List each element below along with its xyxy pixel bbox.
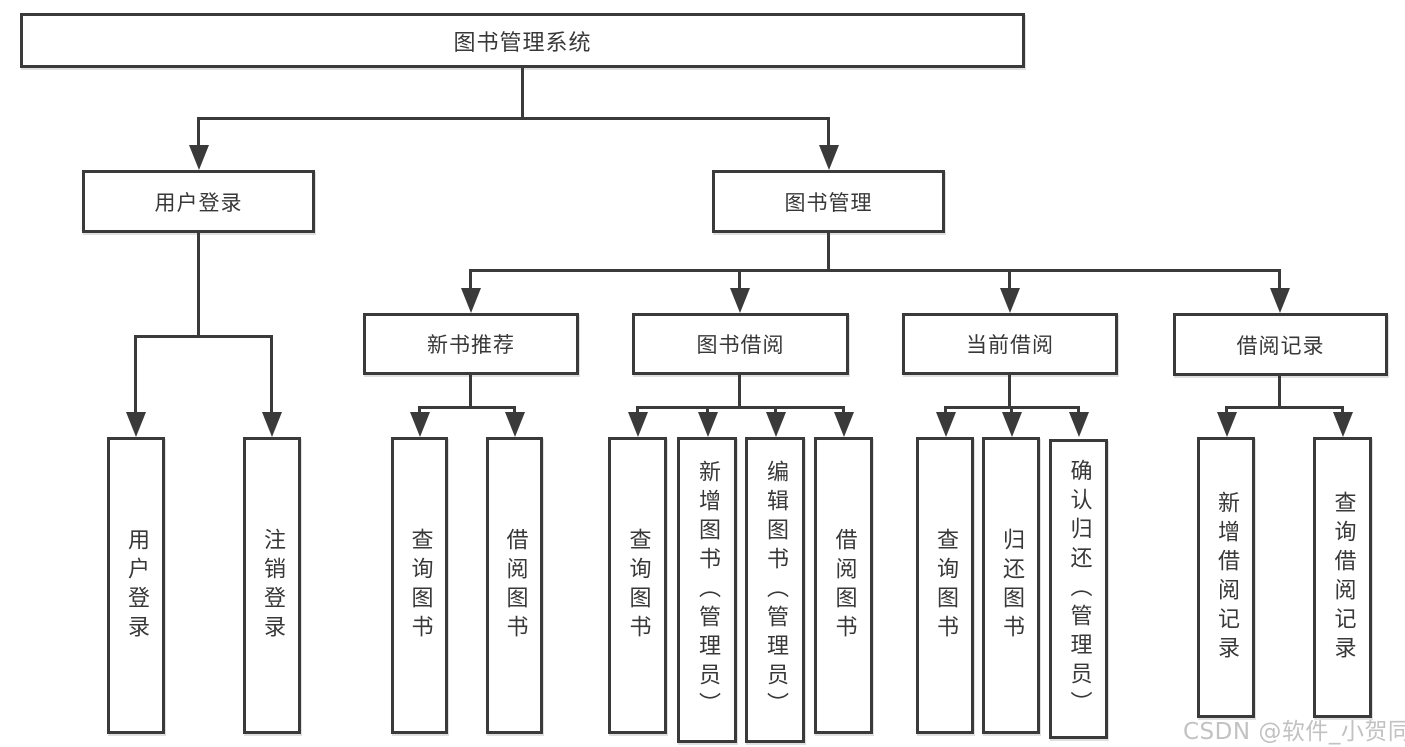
connector-root-trunk — [521, 66, 524, 119]
arrow-down-icon — [730, 288, 750, 313]
node-query-books-current: 查询图书 — [916, 437, 974, 734]
connector-records-split — [1225, 406, 1343, 409]
node-borrow-books-recommend: 借阅图书 — [486, 437, 543, 734]
connector-recommend-split — [418, 406, 516, 409]
node-user-login-action: 用户登录 — [107, 437, 165, 734]
connector-borrowing-trunk — [738, 373, 741, 409]
connector-user-login-stem — [197, 117, 200, 149]
connector-level2-split — [469, 269, 1281, 272]
arrow-down-icon — [698, 412, 718, 437]
node-borrow-books: 借阅图书 — [814, 437, 873, 734]
connector-current-trunk — [1008, 373, 1011, 409]
connector-stem — [134, 335, 137, 415]
connector-book-trunk — [827, 231, 830, 272]
arrow-down-icon — [505, 412, 525, 437]
node-borrow-records: 借阅记录 — [1173, 313, 1388, 376]
node-confirm-return-admin: 确认归还（管理员） — [1049, 439, 1108, 739]
csdn-watermark: CSDN @软件_小贺同学 — [1183, 719, 1405, 745]
node-user-login: 用户登录 — [82, 170, 315, 233]
connector-stem — [738, 269, 741, 291]
connector-user-trunk — [197, 231, 200, 337]
arrow-down-icon — [1217, 412, 1237, 437]
arrow-down-icon — [262, 412, 282, 437]
arrow-down-icon — [1270, 288, 1290, 313]
arrow-down-icon — [766, 412, 786, 437]
arrow-down-icon — [1002, 412, 1022, 437]
node-book-management: 图书管理 — [712, 170, 945, 233]
connector-borrowing-split — [636, 406, 844, 409]
arrow-down-icon — [410, 412, 430, 437]
node-new-book-recommend: 新书推荐 — [363, 313, 579, 375]
connector-stem — [270, 335, 273, 415]
node-edit-books-admin: 编辑图书（管理员） — [745, 437, 805, 743]
node-library-system: 图书管理系统 — [20, 13, 1025, 68]
connector-recommend-trunk — [469, 373, 472, 409]
node-return-books: 归还图书 — [982, 437, 1040, 734]
connector-stem — [469, 269, 472, 291]
arrow-down-icon — [461, 288, 481, 313]
node-query-books-borrowing: 查询图书 — [608, 437, 667, 734]
arrow-down-icon — [834, 412, 854, 437]
connector-level1-split — [197, 117, 830, 120]
arrow-down-icon — [1000, 288, 1020, 313]
node-book-borrowing: 图书借阅 — [632, 313, 849, 375]
node-query-borrow-record: 查询借阅记录 — [1313, 437, 1372, 718]
connector-records-trunk — [1278, 374, 1281, 409]
node-current-borrowing: 当前借阅 — [902, 313, 1118, 375]
arrow-down-icon — [936, 412, 956, 437]
arrow-down-icon — [819, 145, 839, 170]
connector-stem — [1008, 269, 1011, 291]
arrow-down-icon — [189, 145, 209, 170]
connector-user-split — [134, 335, 273, 338]
connector-book-mgmt-stem — [827, 117, 830, 149]
node-add-borrow-record: 新增借阅记录 — [1197, 437, 1255, 718]
arrow-down-icon — [628, 412, 648, 437]
node-add-books-admin: 新增图书（管理员） — [677, 437, 737, 743]
arrow-down-icon — [1333, 412, 1353, 437]
connector-stem — [1278, 269, 1281, 291]
arrow-down-icon — [1069, 412, 1089, 437]
node-logout-action: 注销登录 — [243, 437, 301, 734]
node-query-books-recommend: 查询图书 — [391, 437, 448, 734]
arrow-down-icon — [126, 412, 146, 437]
